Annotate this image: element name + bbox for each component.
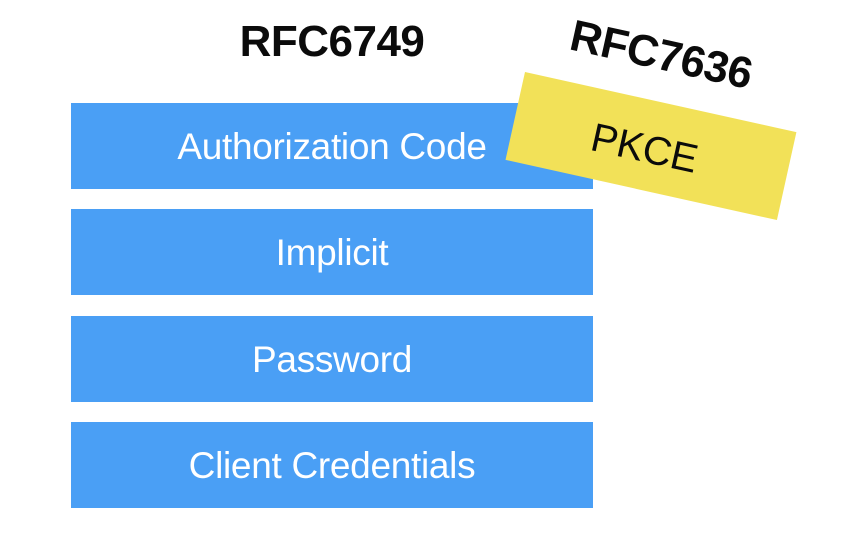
grant-bar-client-credentials: Client Credentials bbox=[71, 422, 593, 508]
grant-bar-authorization-code: Authorization Code bbox=[71, 103, 593, 189]
grant-bar-label: Password bbox=[251, 338, 413, 380]
grant-bar-password: Password bbox=[71, 316, 593, 402]
grant-bar-label: Client Credentials bbox=[188, 444, 476, 486]
grant-bar-label: Implicit bbox=[275, 231, 389, 273]
grant-bar-implicit: Implicit bbox=[71, 209, 593, 295]
core-spec-title: RFC6749 bbox=[239, 17, 425, 66]
pkce-sticker bbox=[505, 72, 797, 221]
grant-bar-label: Authorization Code bbox=[177, 125, 487, 167]
